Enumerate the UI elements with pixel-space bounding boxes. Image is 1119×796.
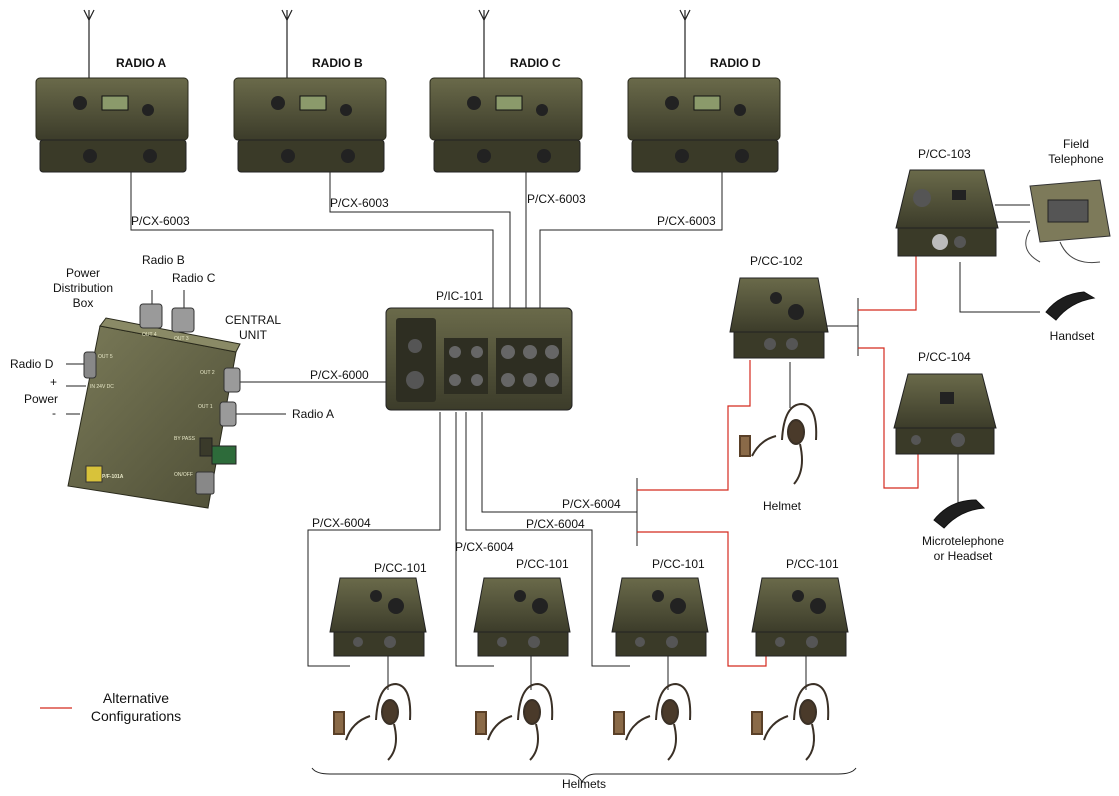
power-box-title-line1: Power [66,266,100,280]
cable-label-power-link: P/CX-6000 [310,368,369,382]
helmet-headset-b [476,684,552,760]
helmet-headset-d [752,684,828,760]
alt-cable-cc102 [637,360,750,490]
cable-label-branch-b: P/CX-6004 [455,540,514,554]
central-unit-label-line2: UNIT [239,328,267,342]
control-unit-cc101-a [330,578,426,656]
cc101-b-label: P/CC-101 [516,557,569,571]
panel-label-bypass: BY PASS [174,436,195,442]
microtelephone-device [934,500,984,528]
control-unit-cc101-c [612,578,708,656]
cable-radio-a [131,172,493,308]
cc101-d-label: P/CC-101 [786,557,839,571]
alt-cable-cc103 [858,255,916,310]
microtelephone-label-line1: Microtelephone [922,534,1004,548]
antenna-radio-a [84,10,94,78]
radio-unit-c [430,78,582,172]
cable-label-radio-b: P/CX-6003 [330,196,389,210]
control-unit-cc101-d [752,578,848,656]
cc101-c-label: P/CC-101 [652,557,705,571]
panel-label-onoff: ON/OFF [174,472,193,478]
helmet-headset-a [334,684,410,760]
panel-label-out1: OUT 1 [198,404,213,410]
cable-radio-b [330,172,510,308]
radio-unit-b [234,78,386,172]
legend-label-line2: Configurations [91,708,181,725]
radio-d-label: RADIO D [710,56,761,70]
panel-label-out5: OUT 5 [98,354,113,360]
radio-unit-a [36,78,188,172]
radio-b-label: RADIO B [312,56,363,70]
cc104-label: P/CC-104 [918,350,971,364]
power-label: Power [24,392,58,406]
control-unit-cc104 [894,374,996,454]
cable-label-radio-a: P/CX-6003 [131,214,190,228]
control-unit-cc101-b [474,578,570,656]
power-box-model-tag: P/F-101A [102,474,123,480]
panel-label-out3: OUT 3 [174,336,189,342]
power-box-title-line3: Box [73,296,94,310]
antennas [84,10,690,78]
power-minus-sign: - [52,406,56,420]
microtelephone-label-line2: or Headset [934,549,993,563]
cable-label-radio-d: P/CX-6003 [657,214,716,228]
cable-label-branch-a: P/CX-6004 [312,516,371,530]
radio-unit-d [628,78,780,172]
central-unit-label-line1: CENTRAL [225,313,281,327]
port-label-radio-c: Radio C [172,271,215,285]
central-unit-device [386,308,572,410]
power-plus-sign: + [50,375,57,389]
port-label-radio-a: Radio A [292,407,334,421]
handset-label: Handset [1050,329,1095,343]
legend-label-line1: Alternative [103,690,169,707]
port-label-radio-b: Radio B [142,253,185,267]
field-telephone-label-line1: Field [1063,137,1089,151]
panel-label-out4: OUT 4 [142,332,157,338]
panel-label-out2: OUT 2 [200,370,215,376]
cable-label-branch-c: P/CX-6004 [526,517,585,531]
radio-c-label: RADIO C [510,56,561,70]
antenna-radio-d [680,10,690,78]
cc102-label: P/CC-102 [750,254,803,268]
antenna-radio-b [282,10,292,78]
power-box-title-line2: Distribution [53,281,113,295]
field-telephone-label-line2: Telephone [1048,152,1103,166]
antenna-radio-c [479,10,489,78]
control-unit-cc103 [896,170,998,256]
control-unit-cc102 [730,278,828,358]
cable-label-radio-c: P/CX-6003 [527,192,586,206]
cc101-a-label: P/CC-101 [374,561,427,575]
central-unit-model: P/IC-101 [436,289,483,303]
field-telephone-device [1026,180,1110,263]
helmets-group-label: Helmets [562,777,606,791]
port-label-radio-d: Radio D [10,357,53,371]
cable-handset [960,262,1040,312]
cable-label-branch-d: P/CX-6004 [562,497,621,511]
helmet-label: Helmet [763,499,801,513]
helmet-headset-cc102 [740,404,816,484]
cc103-label: P/CC-103 [918,147,971,161]
handset-device [1046,292,1094,320]
radio-a-label: RADIO A [116,56,166,70]
panel-label-in: IN 24V DC [90,384,114,390]
helmet-headset-c [614,684,690,760]
